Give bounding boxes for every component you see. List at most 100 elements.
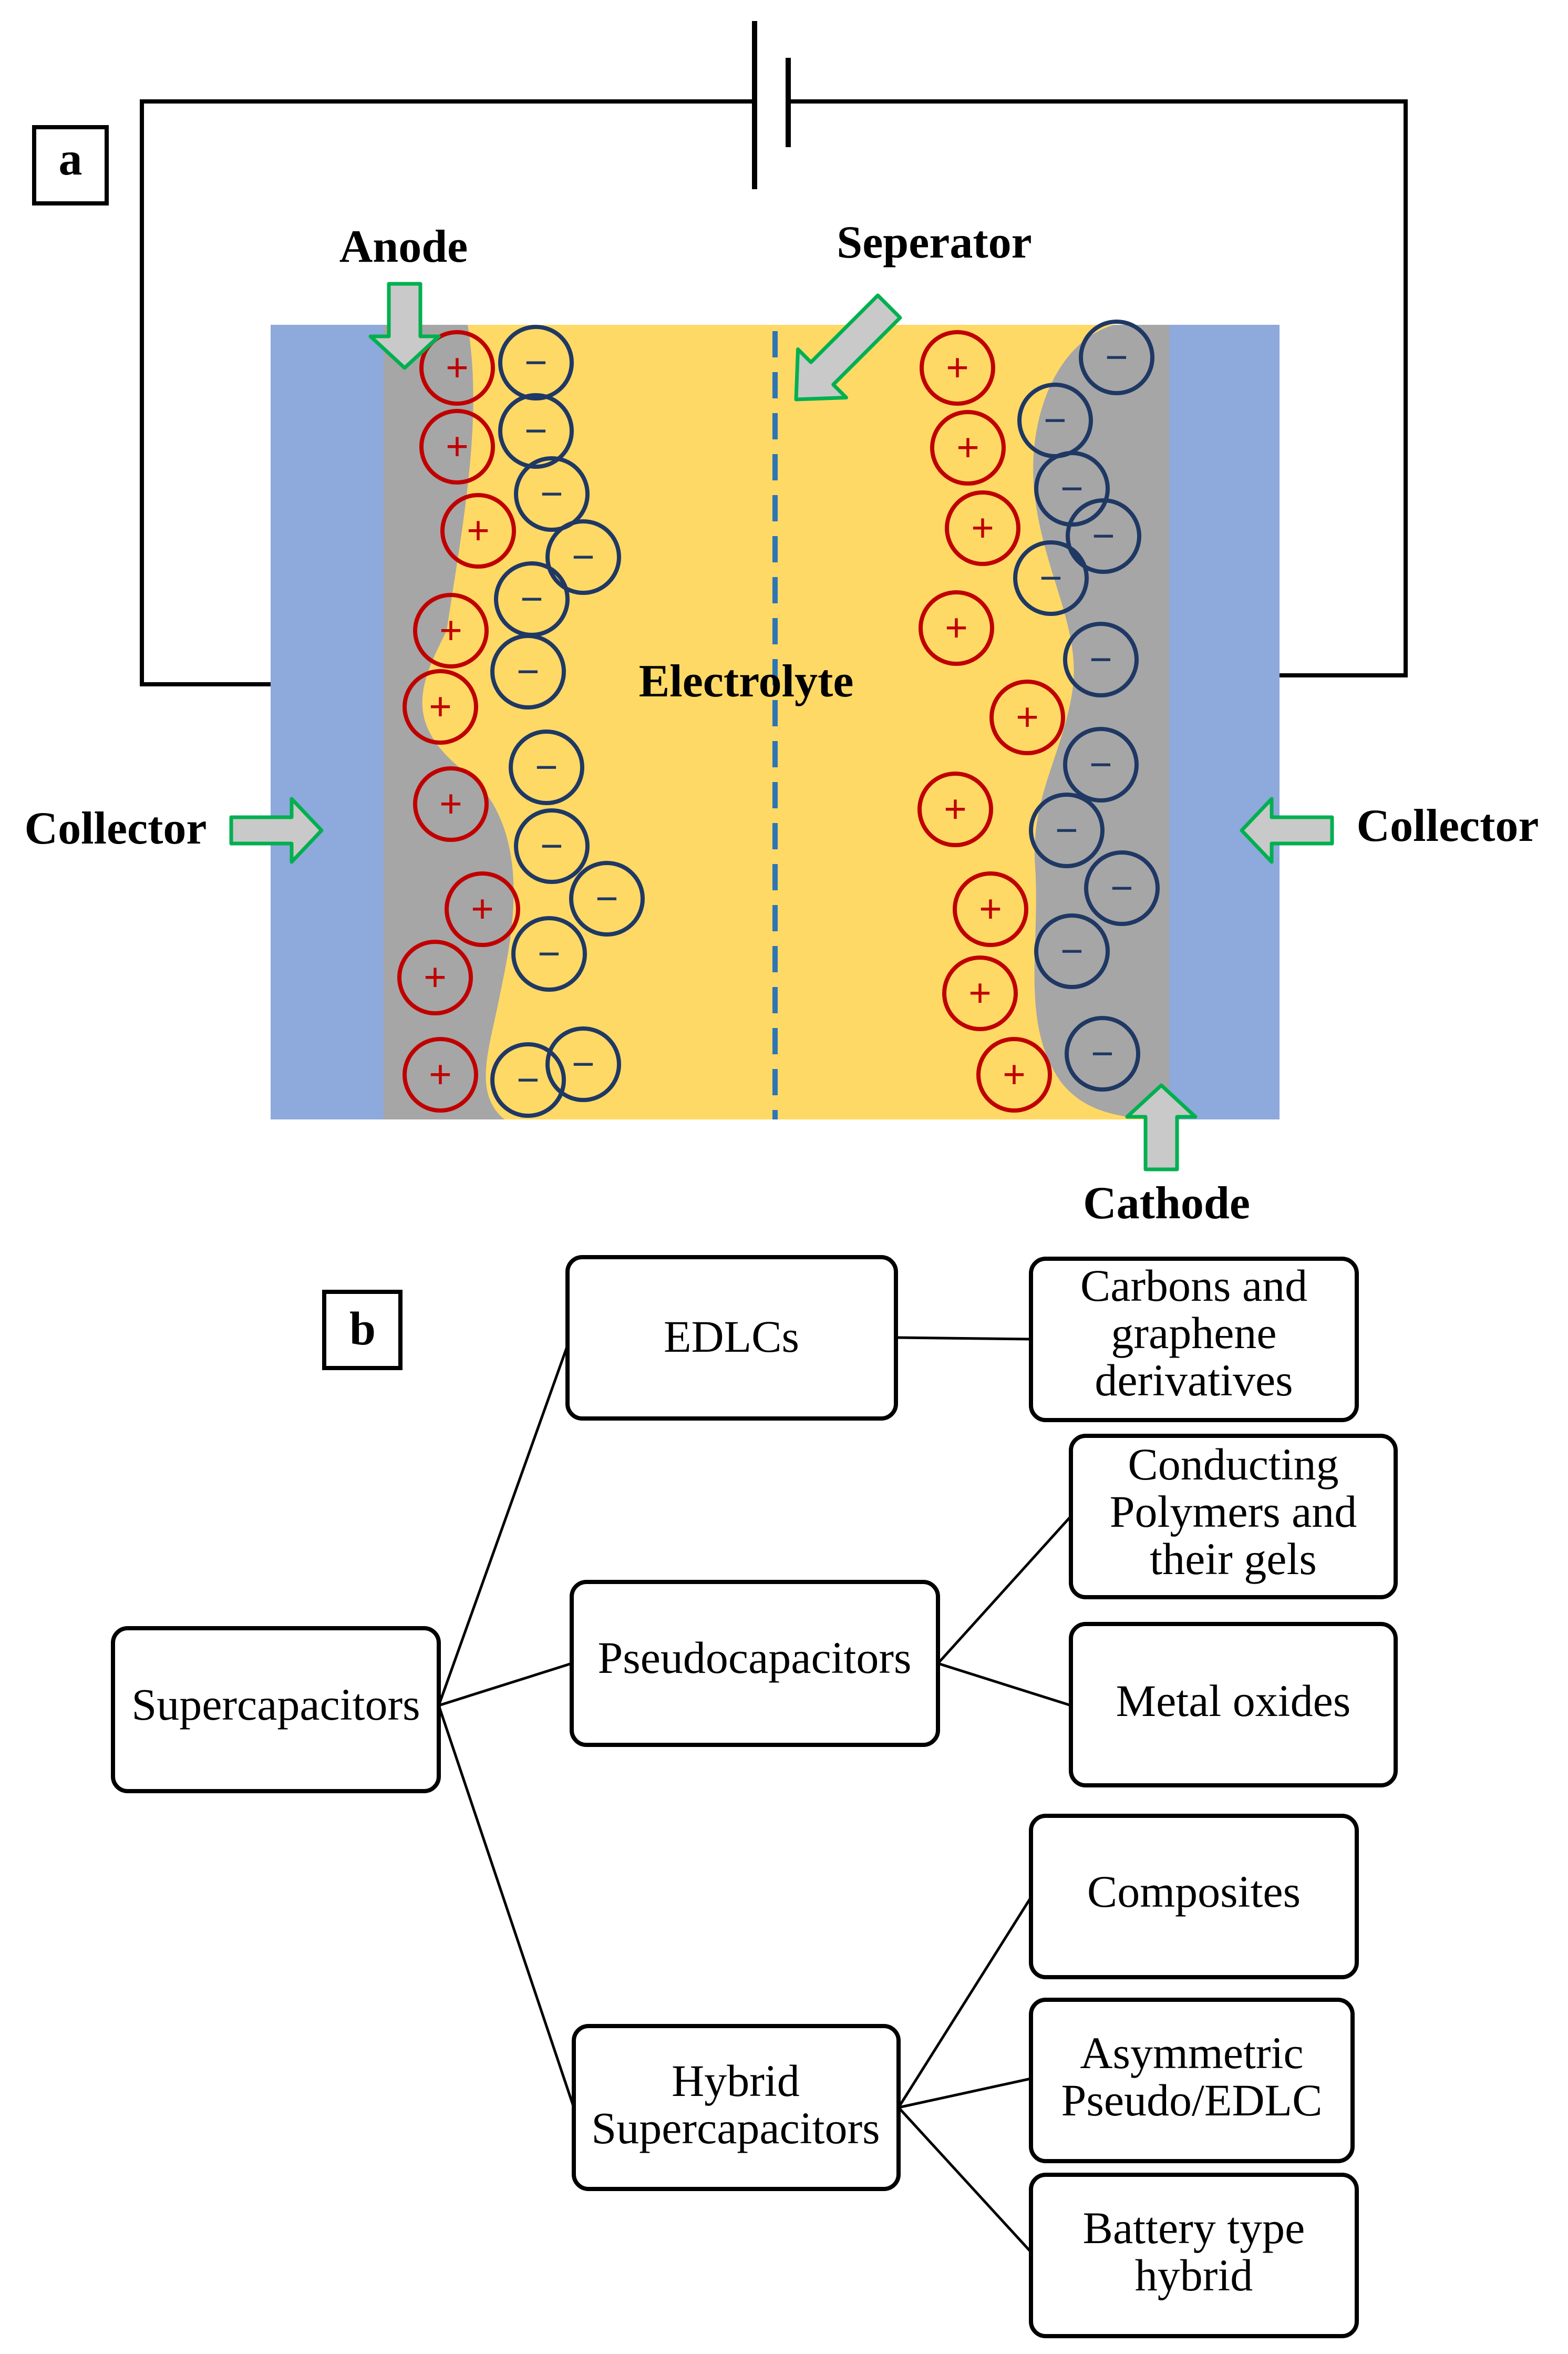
- anode-label: Anode: [339, 221, 468, 272]
- node-conducting-line3: their gels: [1150, 1534, 1317, 1584]
- circuit-wire-left: [140, 99, 755, 686]
- cation-circle: +: [919, 590, 994, 666]
- collector-right-arrow: [1240, 797, 1334, 864]
- tree-connectors: [437, 1336, 1072, 2253]
- anion-circle-symbol: −: [1089, 636, 1112, 682]
- cation-circle: +: [445, 871, 520, 947]
- cation-circle-symbol: +: [446, 345, 469, 390]
- panel-a-label: a: [59, 133, 82, 185]
- node-carbons-line3: derivatives: [1095, 1355, 1293, 1405]
- node-hybrid-label-line2: Supercapacitors: [591, 2103, 880, 2153]
- node-asymmetric-line1: Asymmetric: [1080, 2028, 1303, 2078]
- panel-a: a ++++++++++++++++++−−−−−−−−−−−−−−−−−−−−…: [25, 21, 1539, 1229]
- cation-circle: +: [945, 490, 1020, 566]
- cation-circle: +: [413, 593, 489, 669]
- anion-circle: −: [509, 729, 584, 805]
- node-asymmetric: Asymmetric Pseudo/EDLC: [1029, 1998, 1355, 2163]
- node-pseudocapacitors: Pseudocapacitors: [570, 1580, 940, 1747]
- node-metal-oxides: Metal oxides: [1069, 1622, 1398, 1787]
- panel-b-label: b: [349, 1303, 376, 1355]
- cation-circle-symbol: +: [429, 1052, 452, 1097]
- anion-circle: −: [1063, 727, 1139, 803]
- anion-circle-symbol: −: [517, 649, 540, 694]
- ion-layer: ++++++++++++++++++−−−−−−−−−−−−−−−−−−−−−−…: [397, 320, 1160, 1118]
- cation-circle-symbol: +: [968, 970, 992, 1016]
- anion-circle-symbol: −: [1044, 397, 1067, 443]
- node-edlcs: EDLCs: [565, 1255, 898, 1421]
- cation-circle-symbol: +: [1016, 694, 1039, 740]
- anion-circle-symbol: −: [1060, 928, 1084, 974]
- cation-circle-symbol: +: [956, 425, 979, 470]
- collector-right-label: Collector: [1357, 800, 1539, 851]
- anion-circle: −: [514, 456, 590, 532]
- anion-circle-symbol: −: [1110, 865, 1133, 911]
- anion-circle: −: [1084, 850, 1160, 926]
- cation-circle-symbol: +: [446, 424, 469, 469]
- panel-b-label-box: [322, 1290, 403, 1370]
- cation-circle: +: [413, 766, 489, 842]
- cation-circle-symbol: +: [439, 608, 462, 653]
- anion-circle-symbol: −: [520, 576, 543, 622]
- node-asymmetric-line2: Pseudo/EDLC: [1061, 2075, 1323, 2125]
- node-battery-line2: hybrid: [1135, 2250, 1253, 2300]
- circuit-wire-right: [788, 99, 1408, 677]
- node-carbons: Carbons and graphene derivatives: [1029, 1257, 1359, 1422]
- anion-circle-symbol: −: [538, 931, 561, 976]
- anion-circle-symbol: −: [572, 534, 595, 580]
- cation-circle: +: [917, 772, 993, 847]
- cation-circle: +: [419, 409, 495, 485]
- cation-circle: +: [397, 940, 473, 1015]
- cation-circle: +: [930, 410, 1006, 486]
- right-collector: [1169, 325, 1280, 1119]
- anion-circle: −: [1034, 451, 1110, 527]
- cation-circle: +: [403, 1037, 478, 1113]
- cathode-arrow: [1125, 1083, 1198, 1171]
- anion-circle: −: [514, 808, 590, 884]
- cation-circle: +: [953, 871, 1028, 947]
- anion-circle: −: [1063, 622, 1139, 697]
- cation-circle: +: [976, 1037, 1052, 1113]
- anion-circle: −: [494, 561, 570, 637]
- anion-circle: −: [545, 1026, 621, 1102]
- cation-circle-symbol: +: [429, 684, 452, 729]
- node-conducting-line1: Conducting: [1128, 1439, 1338, 1489]
- cation-circle: +: [419, 330, 495, 406]
- anode-layer: [384, 325, 514, 1119]
- anion-circle: −: [1034, 913, 1110, 989]
- node-carbons-line2: graphene: [1111, 1308, 1276, 1358]
- cation-circle-symbol: +: [944, 786, 967, 832]
- separator-label: Seperator: [837, 217, 1031, 268]
- node-composites: Composites: [1029, 1814, 1359, 1979]
- anion-circle: −: [1013, 540, 1089, 616]
- cathode-label: Cathode: [1083, 1178, 1250, 1229]
- anion-circle: −: [1079, 320, 1154, 395]
- anion-circle: −: [498, 393, 574, 469]
- anion-circle: −: [490, 1042, 566, 1118]
- cation-circle-symbol: +: [1003, 1052, 1026, 1097]
- anion-circle-symbol: −: [540, 823, 563, 869]
- anion-circle-symbol: −: [1039, 555, 1062, 601]
- cation-circle: +: [989, 680, 1065, 755]
- cation-circle-symbol: +: [946, 345, 969, 390]
- anion-circle: −: [498, 325, 574, 400]
- cation-circle: +: [403, 669, 478, 745]
- anion-circle: −: [1029, 793, 1105, 868]
- anion-circle-symbol: −: [595, 876, 618, 921]
- separator-arrow: [794, 293, 902, 402]
- cation-circle-symbol: +: [424, 954, 447, 1000]
- node-supercapacitors: Supercapacitors: [111, 1626, 441, 1793]
- node-hybrid-label-line1: Hybrid: [672, 2055, 800, 2106]
- anion-circle-symbol: −: [1089, 742, 1112, 787]
- anion-circle-symbol: −: [1091, 1031, 1114, 1076]
- anion-circle-symbol: −: [540, 471, 563, 517]
- anion-circle-symbol: −: [517, 1057, 540, 1103]
- anion-circle: −: [545, 519, 621, 595]
- cation-circle-symbol: +: [971, 505, 994, 551]
- node-battery-line1: Battery type: [1083, 2203, 1305, 2253]
- cation-circle: +: [440, 493, 516, 569]
- anion-circle: −: [1065, 1016, 1140, 1092]
- cation-circle: +: [942, 955, 1018, 1031]
- node-battery-type: Battery type hybrid: [1029, 2173, 1359, 2338]
- anion-circle-symbol: −: [524, 408, 548, 454]
- anion-circle-symbol: −: [535, 744, 558, 790]
